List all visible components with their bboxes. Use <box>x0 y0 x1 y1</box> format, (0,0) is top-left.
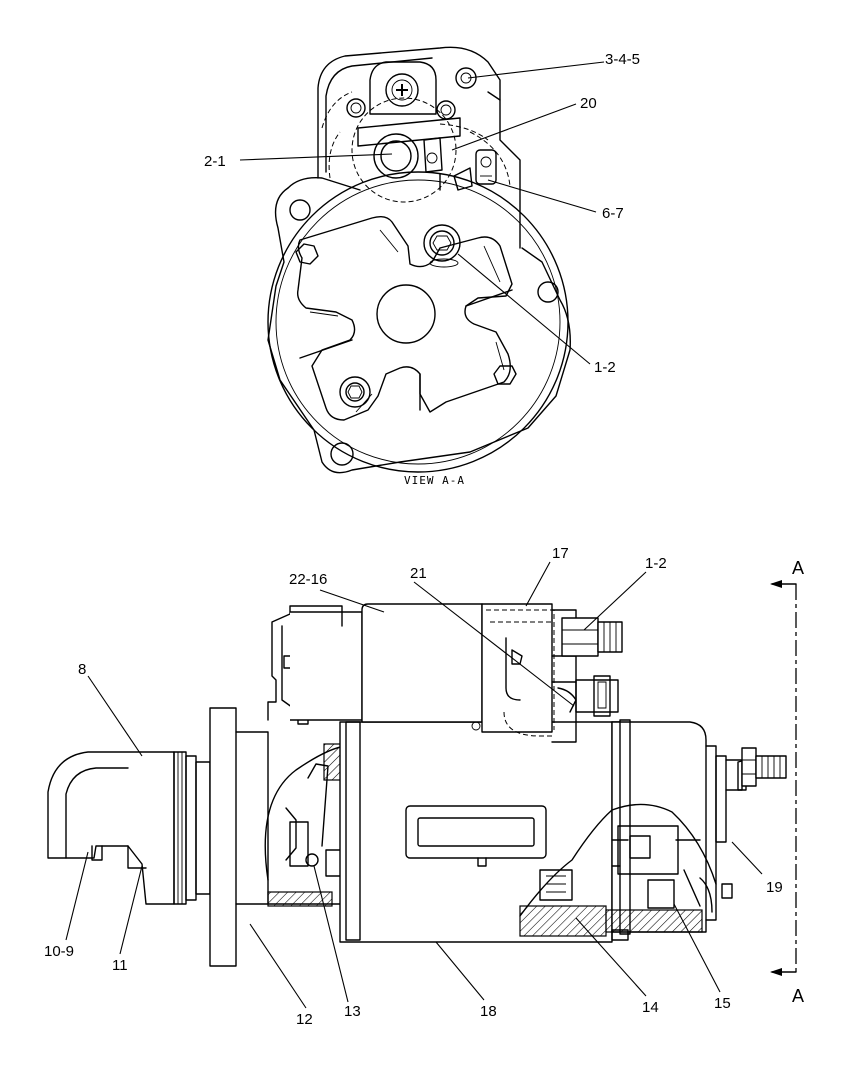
screw-right-upper <box>436 100 456 120</box>
section-marker-top: A <box>792 558 804 578</box>
terminal-nut-1-2 <box>561 617 623 657</box>
callout-11: 11 <box>112 957 128 974</box>
callout-15: 15 <box>714 995 731 1012</box>
solenoid-housing-outline <box>317 46 521 249</box>
rear-terminal-stud <box>741 747 787 787</box>
callout-12: 12 <box>296 1011 313 1028</box>
nose-bolt-lower <box>339 376 371 408</box>
connector-21 <box>557 675 619 717</box>
callout-21: 21 <box>410 565 427 582</box>
flange-hole-upper <box>289 199 311 221</box>
terminal-6-7 <box>453 149 497 191</box>
view-label: VIEW A-A <box>404 474 465 487</box>
mounting-flange <box>267 187 571 474</box>
callout-13: 13 <box>344 1003 361 1020</box>
shift-lever-13 <box>307 763 329 847</box>
callout-2-1: 2-1 <box>204 153 226 170</box>
nose-bolt-hex-left <box>295 243 319 265</box>
nose-housing-cross <box>296 215 513 421</box>
end-view <box>239 46 605 474</box>
callout-20: 20 <box>580 95 597 112</box>
callout-8: 8 <box>78 661 86 678</box>
motor-frame-circle <box>267 171 569 473</box>
solenoid-terminal-2-1 <box>357 117 461 191</box>
callout-1-2-side-view: 1-2 <box>645 555 667 572</box>
part-10-9 <box>91 845 103 861</box>
pinion-bore <box>376 284 436 344</box>
end-cap-19 <box>715 755 727 843</box>
mounting-flange-12 <box>209 707 237 967</box>
callout-18: 18 <box>480 1003 497 1020</box>
motor-frame-18 <box>339 721 613 943</box>
inspection-window <box>405 805 547 859</box>
callout-17: 17 <box>552 545 569 562</box>
nose-bolt-hex-right <box>493 365 517 385</box>
end-housing <box>611 721 707 933</box>
callout-3-4-5: 3-4-5 <box>605 51 640 68</box>
flange-hole-lower <box>330 442 354 466</box>
battery-terminal-stud <box>369 61 437 115</box>
callout-22-16: 22-16 <box>289 571 327 588</box>
section-arrow-top <box>770 580 782 588</box>
callout-14: 14 <box>642 999 659 1016</box>
top-screw-3-4-5 <box>455 67 477 89</box>
screw-left-upper <box>346 98 366 118</box>
hatched-housing-section-end <box>519 905 607 937</box>
solenoid-22-16 <box>361 603 483 723</box>
brush-15 <box>647 879 675 909</box>
flange-hole-right <box>537 281 559 303</box>
brush-holder-14 <box>617 825 679 875</box>
callout-10-9: 10-9 <box>44 943 74 960</box>
section-marker-bottom: A <box>792 986 804 1006</box>
callout-6-7: 6-7 <box>602 205 624 222</box>
side-view <box>47 561 797 1009</box>
callout-1-2-end-view: 1-2 <box>594 359 616 376</box>
solenoid-cover-17 <box>481 603 553 733</box>
callout-19: 19 <box>766 879 783 896</box>
hatched-housing-section-drive <box>267 891 333 907</box>
nose-bolt-upper <box>423 224 461 268</box>
drive-housing-8 <box>47 751 175 905</box>
section-arrow-bottom <box>770 968 782 976</box>
